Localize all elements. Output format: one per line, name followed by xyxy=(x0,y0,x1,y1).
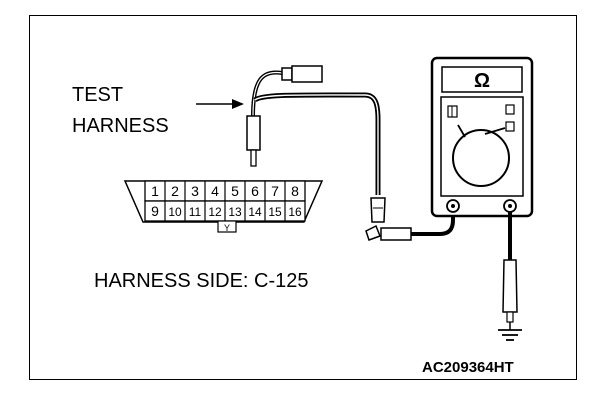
test-label: TEST xyxy=(72,84,123,106)
test-probe xyxy=(246,70,283,167)
connector-pin-9: 9 xyxy=(151,203,159,219)
connector-pin-10: 10 xyxy=(168,205,182,219)
figure-code: AC209364HT xyxy=(422,359,514,376)
harness-side-label: HARNESS SIDE: C-125 xyxy=(94,270,309,292)
connector-pin-1: 1 xyxy=(151,183,159,199)
connector-pin-16: 16 xyxy=(288,205,302,219)
connector-pin-2: 2 xyxy=(171,183,179,199)
connector-pin-5: 5 xyxy=(231,183,239,199)
ground-symbol-icon xyxy=(498,329,522,341)
ohm-icon: Ω xyxy=(474,70,490,92)
connector-pin-4: 4 xyxy=(211,183,219,199)
connector-pin-14: 14 xyxy=(248,205,262,219)
probe-plug-top xyxy=(281,65,323,83)
diagram-frame xyxy=(29,15,577,380)
connector-pin-7: 7 xyxy=(271,183,279,199)
connector-pin-6: 6 xyxy=(251,183,259,199)
ground-lead xyxy=(502,212,518,330)
harness-label: HARNESS xyxy=(72,115,169,137)
connector-pin-11: 11 xyxy=(189,205,202,219)
pointer-arrow-icon xyxy=(196,99,244,109)
connector-pin-12: 12 xyxy=(208,205,222,219)
connector-key-label: Y xyxy=(224,223,230,233)
connector-pin-15: 15 xyxy=(268,205,282,219)
test-lead-wire xyxy=(253,92,381,195)
multimeter-icon: Ω xyxy=(430,56,534,218)
connector-pin-8: 8 xyxy=(291,183,299,199)
connector-pin-3: 3 xyxy=(191,183,199,199)
connector-pin-13: 13 xyxy=(228,205,242,219)
alligator-clip xyxy=(365,197,455,241)
